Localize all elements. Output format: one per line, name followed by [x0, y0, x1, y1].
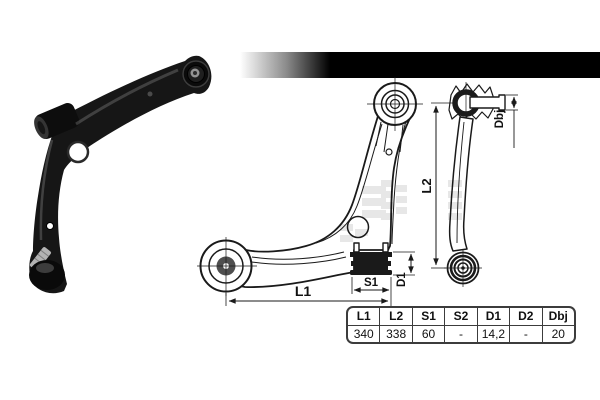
front-ball-joint — [350, 242, 392, 275]
header-cell-s2: S2 — [445, 308, 478, 325]
value-cell-d2: - — [510, 325, 543, 342]
front-top-bushing — [367, 77, 423, 131]
value-cell-s1: 60 — [413, 325, 446, 342]
photo-tiny-hole — [147, 91, 153, 97]
dimension-d1: D1 — [393, 251, 415, 287]
header-cell-l2: L2 — [380, 308, 413, 325]
side-stud — [469, 94, 506, 111]
side-view-drawing — [444, 82, 506, 287]
d1-label: D1 — [396, 272, 408, 287]
value-cell-l1: 340 — [348, 325, 381, 342]
front-arm-flanges — [251, 117, 408, 265]
photo-highlights — [39, 68, 179, 241]
photo-balljoint-collar — [36, 263, 54, 273]
side-bottom-bushing — [444, 249, 482, 287]
header-cell-s1: S1 — [413, 308, 446, 325]
dimension-l1: L1 — [225, 277, 392, 306]
photo-top-bushing — [182, 60, 210, 88]
value-cell-s2: - — [445, 325, 478, 342]
header-cell-dbj: Dbj — [548, 309, 568, 324]
table-value-row: 340 338 60 - 14,2 - 20 — [348, 325, 574, 342]
table-header-row: L1 L2 S1 S2 D1 D2 Dbj — [348, 308, 574, 326]
header-cell-l1: L1 — [348, 308, 381, 325]
value-cell-d1: 14,2 — [478, 325, 511, 342]
photo-small-hole — [46, 222, 54, 230]
value-cell-l2: 338 — [380, 325, 413, 342]
value-cell-dbj: 20 — [551, 326, 565, 341]
front-view-drawing — [197, 77, 423, 296]
side-blade-rib — [456, 121, 465, 244]
brand-watermark — [340, 180, 462, 242]
front-arm-hole — [346, 215, 370, 239]
dimension-dbj: Dbj — [494, 94, 518, 148]
s1-label: S1 — [364, 277, 379, 289]
front-left-bushing — [197, 237, 257, 296]
front-arm-small-hole — [385, 148, 393, 156]
photo-arm-body — [29, 55, 212, 294]
dimension-l2: L2 — [419, 102, 455, 269]
photo-knuckle-hole — [66, 140, 90, 164]
dbj-label: Dbj — [494, 110, 506, 129]
header-cell-d1: D1 — [478, 308, 511, 325]
l2-label: L2 — [419, 178, 434, 193]
l1-label: L1 — [295, 283, 312, 299]
dimensions-table: L1 L2 S1 S2 D1 D2 Dbj 340 338 60 - 14,2 … — [346, 306, 576, 344]
header-gradient-bar — [240, 52, 600, 78]
product-photo — [29, 55, 212, 294]
header-cell-d2: D2 — [510, 308, 543, 325]
dimension-s1: S1 — [351, 277, 390, 294]
photo-left-bushing — [34, 103, 80, 139]
side-blade — [448, 116, 474, 252]
